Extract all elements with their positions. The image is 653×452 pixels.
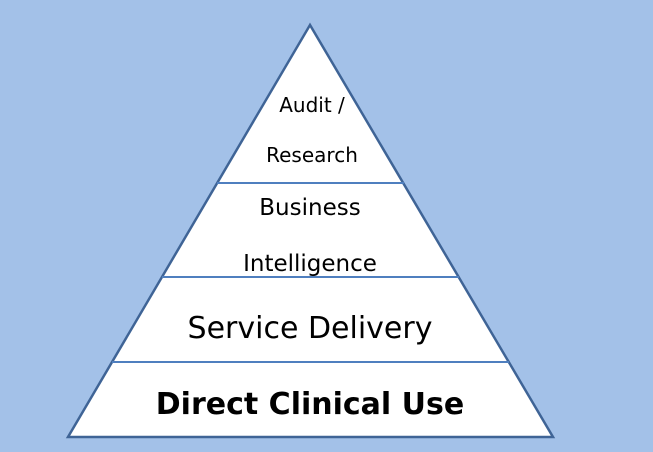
level-bi-line2: Intelligence — [243, 251, 377, 277]
level-bi-line1: Business — [259, 195, 360, 221]
level-direct-clinical-use: Direct Clinical Use — [156, 387, 464, 422]
level-audit-line2: Research — [266, 143, 358, 167]
level-audit-line1: Audit / — [279, 93, 345, 117]
pyramid-triangle — [65, 22, 556, 439]
level-service-delivery: Service Delivery — [188, 311, 433, 346]
